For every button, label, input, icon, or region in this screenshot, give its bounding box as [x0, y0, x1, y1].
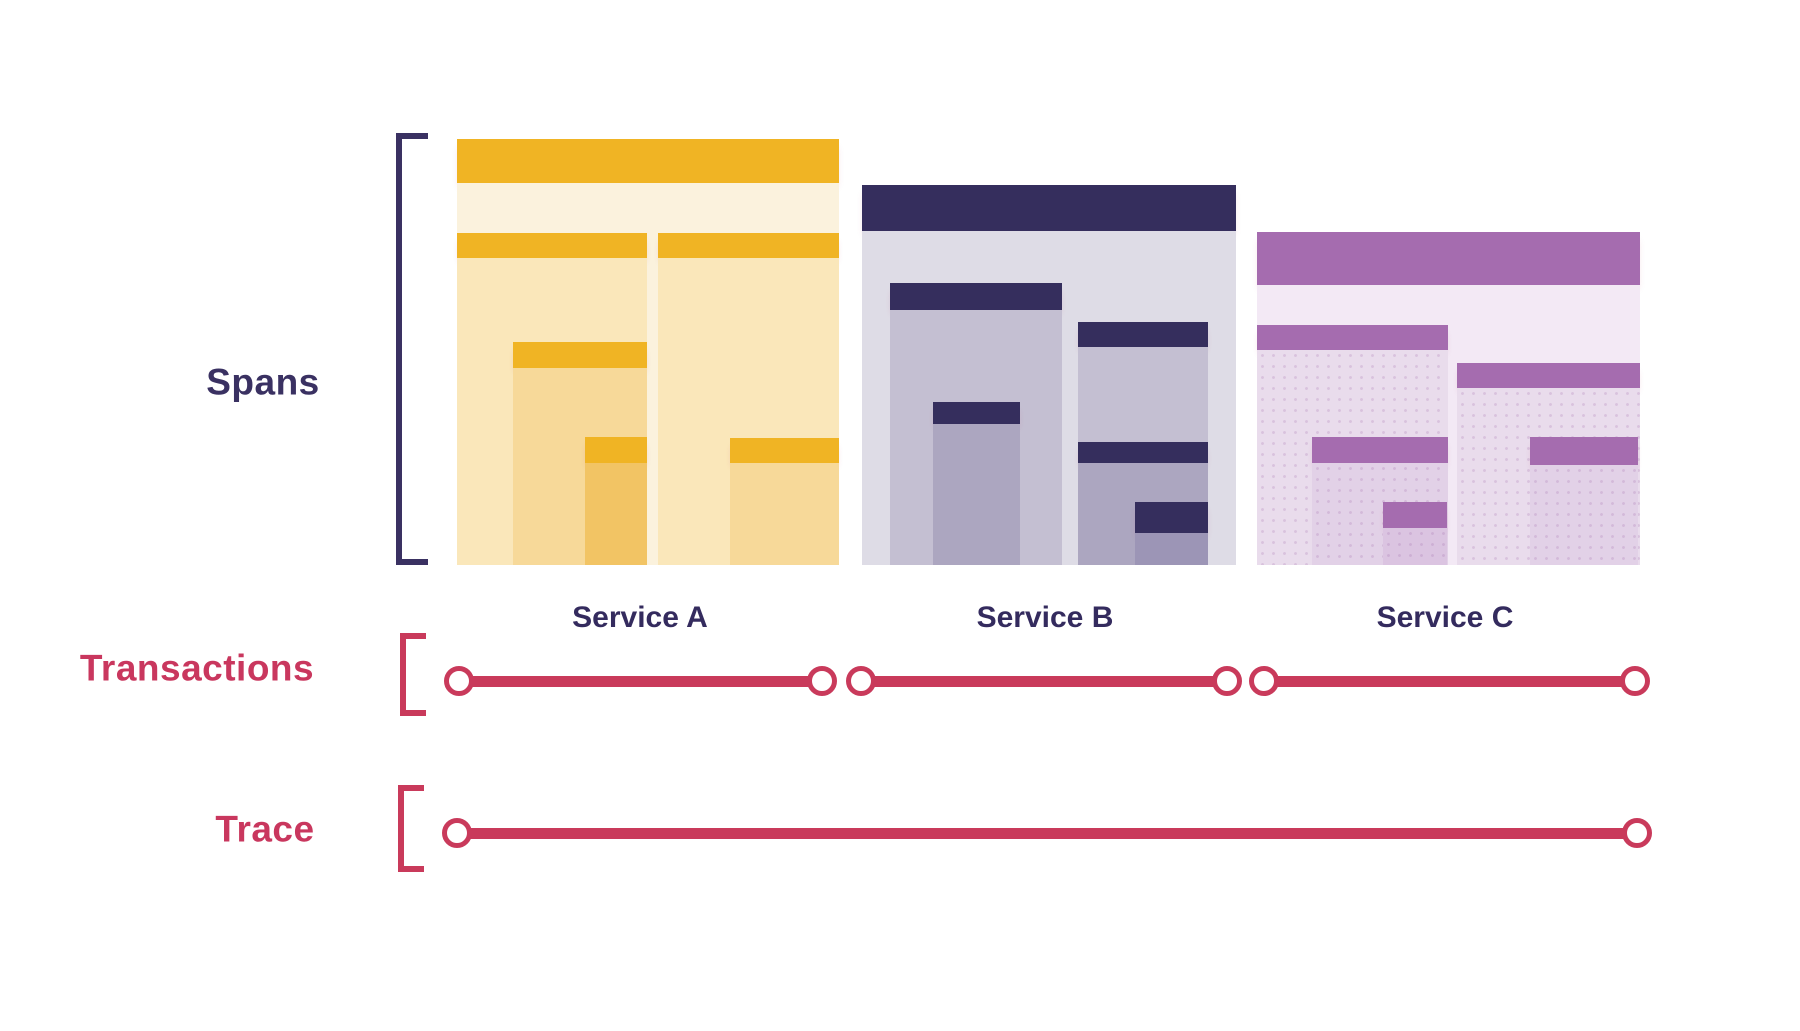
span-bar	[1383, 502, 1447, 528]
span-bar	[1257, 232, 1640, 285]
spans-bracket	[396, 133, 428, 565]
transactions-label: Transactions	[79, 647, 315, 689]
transaction-line-end-dot	[807, 666, 837, 696]
transaction-line-start-dot	[444, 666, 474, 696]
service-label: Service C	[1376, 601, 1514, 634]
trace-line	[457, 828, 1637, 839]
service-label: Service B	[976, 601, 1114, 634]
span-body	[585, 463, 647, 565]
span-bar	[457, 233, 647, 258]
span-bar	[658, 233, 839, 258]
span-block	[933, 402, 1020, 565]
span-block	[730, 438, 839, 565]
span-body	[1383, 528, 1447, 565]
span-body	[933, 424, 1020, 565]
span-bar	[933, 402, 1020, 424]
span-block	[1135, 502, 1208, 565]
span-body	[730, 463, 839, 565]
span-bar	[457, 139, 839, 183]
span-bar	[1312, 437, 1448, 463]
span-bar	[513, 342, 647, 368]
span-bar	[1530, 437, 1638, 465]
transaction-line-start-dot	[1249, 666, 1279, 696]
transaction-line	[459, 676, 822, 687]
span-block	[1383, 502, 1447, 565]
transaction-line-end-dot	[1212, 666, 1242, 696]
span-bar	[1078, 322, 1208, 347]
trace-line-end-dot	[1622, 818, 1652, 848]
trace-bracket	[398, 785, 424, 872]
span-block	[1530, 437, 1638, 565]
span-bar	[1078, 442, 1208, 463]
span-bar	[1257, 325, 1448, 350]
transaction-line	[1264, 676, 1635, 687]
spans-label: Spans	[206, 361, 320, 403]
span-body	[1530, 465, 1638, 565]
service-label: Service A	[572, 601, 708, 634]
trace-line-start-dot	[442, 818, 472, 848]
span-body	[1135, 533, 1208, 565]
span-bar	[585, 437, 647, 463]
transaction-line	[861, 676, 1227, 687]
transactions-bracket	[400, 633, 426, 716]
span-bar	[862, 185, 1236, 231]
span-bar	[1457, 363, 1640, 388]
transaction-line-end-dot	[1620, 666, 1650, 696]
span-bar	[1135, 502, 1208, 533]
trace-label: Trace	[215, 808, 315, 850]
span-bar	[730, 438, 839, 463]
span-bar	[890, 283, 1062, 310]
transaction-line-start-dot	[846, 666, 876, 696]
span-block	[585, 437, 647, 565]
